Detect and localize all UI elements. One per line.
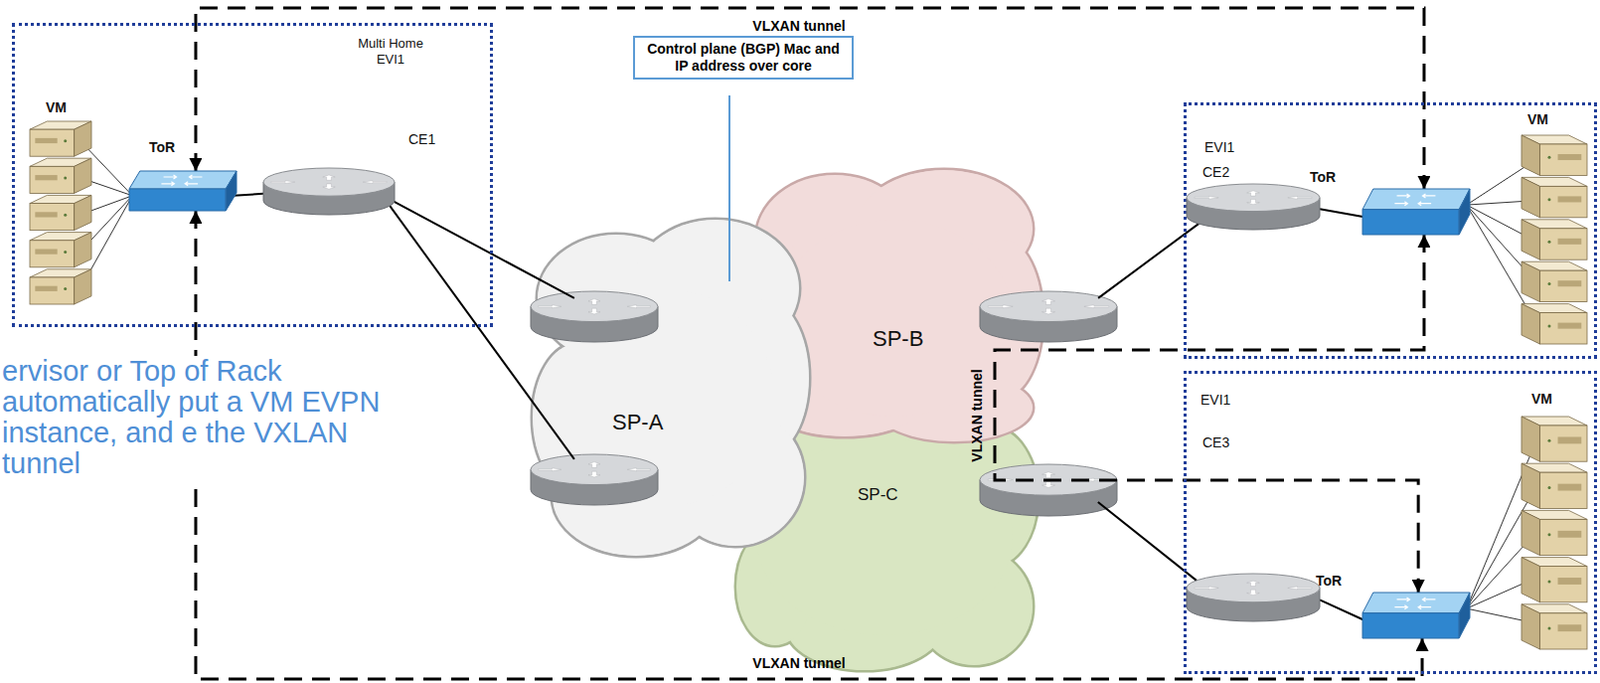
- router-icon: [530, 454, 658, 505]
- router-icon: [263, 167, 395, 215]
- tunnel-label: VLXAN tunnel: [752, 654, 845, 671]
- tor-icon: [1362, 592, 1470, 639]
- cloud-shape: [735, 402, 1039, 671]
- ce-router-label: CE3: [1202, 434, 1230, 451]
- vm-rack: VM: [1517, 111, 1594, 350]
- evi-region: EVI1CE3ToR VM: [1183, 370, 1598, 674]
- ce-router-label: CE2: [1202, 163, 1230, 180]
- rack-icon: [29, 121, 92, 307]
- evi-region-label: EVI1: [1204, 139, 1235, 156]
- tunnel-label: VLXAN tunnel: [968, 368, 985, 462]
- ce-router: CE1: [260, 131, 440, 217]
- link-line: [385, 196, 575, 299]
- router-icon: [530, 291, 658, 342]
- provider-cloud-label: SP-C: [857, 484, 899, 505]
- router-icon: [979, 464, 1118, 516]
- tor-switch-label: ToR: [1315, 572, 1342, 589]
- callout-leader: [728, 95, 731, 282]
- provider-cloud-label: SP-A: [612, 409, 663, 436]
- callout-box-label: Control plane (BGP) Mac and IP address o…: [642, 40, 844, 75]
- vm-rack: VM: [1517, 390, 1594, 657]
- link-line: [1319, 599, 1366, 621]
- annotation-text: ervisor or Top of Rack automatically put…: [1, 355, 400, 480]
- tor-switch: ToR: [1309, 572, 1473, 642]
- callout-box: Control plane (BGP) Mac and IP address o…: [633, 35, 854, 80]
- provider-cloud: SP-C: [738, 405, 1123, 672]
- evi-region: Multi Home EVI1VM ToR CE1: [11, 22, 493, 327]
- provider-cloud: SP-A: [526, 234, 810, 559]
- rack-icon: [1521, 135, 1588, 346]
- evi-region: EVI1CE2 ToR VM: [1183, 102, 1598, 359]
- vm-rack-label: VM: [45, 99, 67, 116]
- link-line: [385, 199, 575, 460]
- rack-icon: [1521, 416, 1588, 651]
- link-line: [1319, 208, 1366, 217]
- vxlan-tunnel: [994, 234, 1425, 593]
- tunnel-label: VLXAN tunnel: [752, 17, 845, 34]
- provider-cloud-label: SP-B: [872, 325, 924, 352]
- tor-switch-label: ToR: [1309, 168, 1336, 185]
- vm-rack: VM: [27, 99, 96, 311]
- vxlan-tunnel: [195, 7, 1425, 189]
- tor-icon: [1362, 188, 1470, 235]
- ce-router: CE2: [1186, 163, 1326, 234]
- router-icon: [1186, 183, 1320, 230]
- tor-switch: ToR: [127, 139, 239, 213]
- link-line: [233, 193, 264, 196]
- ce-router: CE3: [1186, 434, 1326, 626]
- router-icon: [1186, 573, 1320, 622]
- vm-rack-label: VM: [1527, 111, 1549, 128]
- provider-cloud: SP-B: [753, 170, 1123, 442]
- router-icon: [979, 291, 1118, 342]
- ce-router-label: CE1: [408, 131, 436, 148]
- vm-rack-label: VM: [1531, 390, 1553, 407]
- tor-icon: [129, 170, 237, 211]
- tor-switch-label: ToR: [149, 139, 175, 156]
- evi-region-label: EVI1: [1200, 391, 1231, 408]
- tor-switch: ToR: [1305, 168, 1473, 239]
- cloud-shape: [531, 218, 810, 557]
- evi-region-label: Multi Home EVI1: [345, 35, 436, 68]
- cloud-shape: [750, 168, 1044, 443]
